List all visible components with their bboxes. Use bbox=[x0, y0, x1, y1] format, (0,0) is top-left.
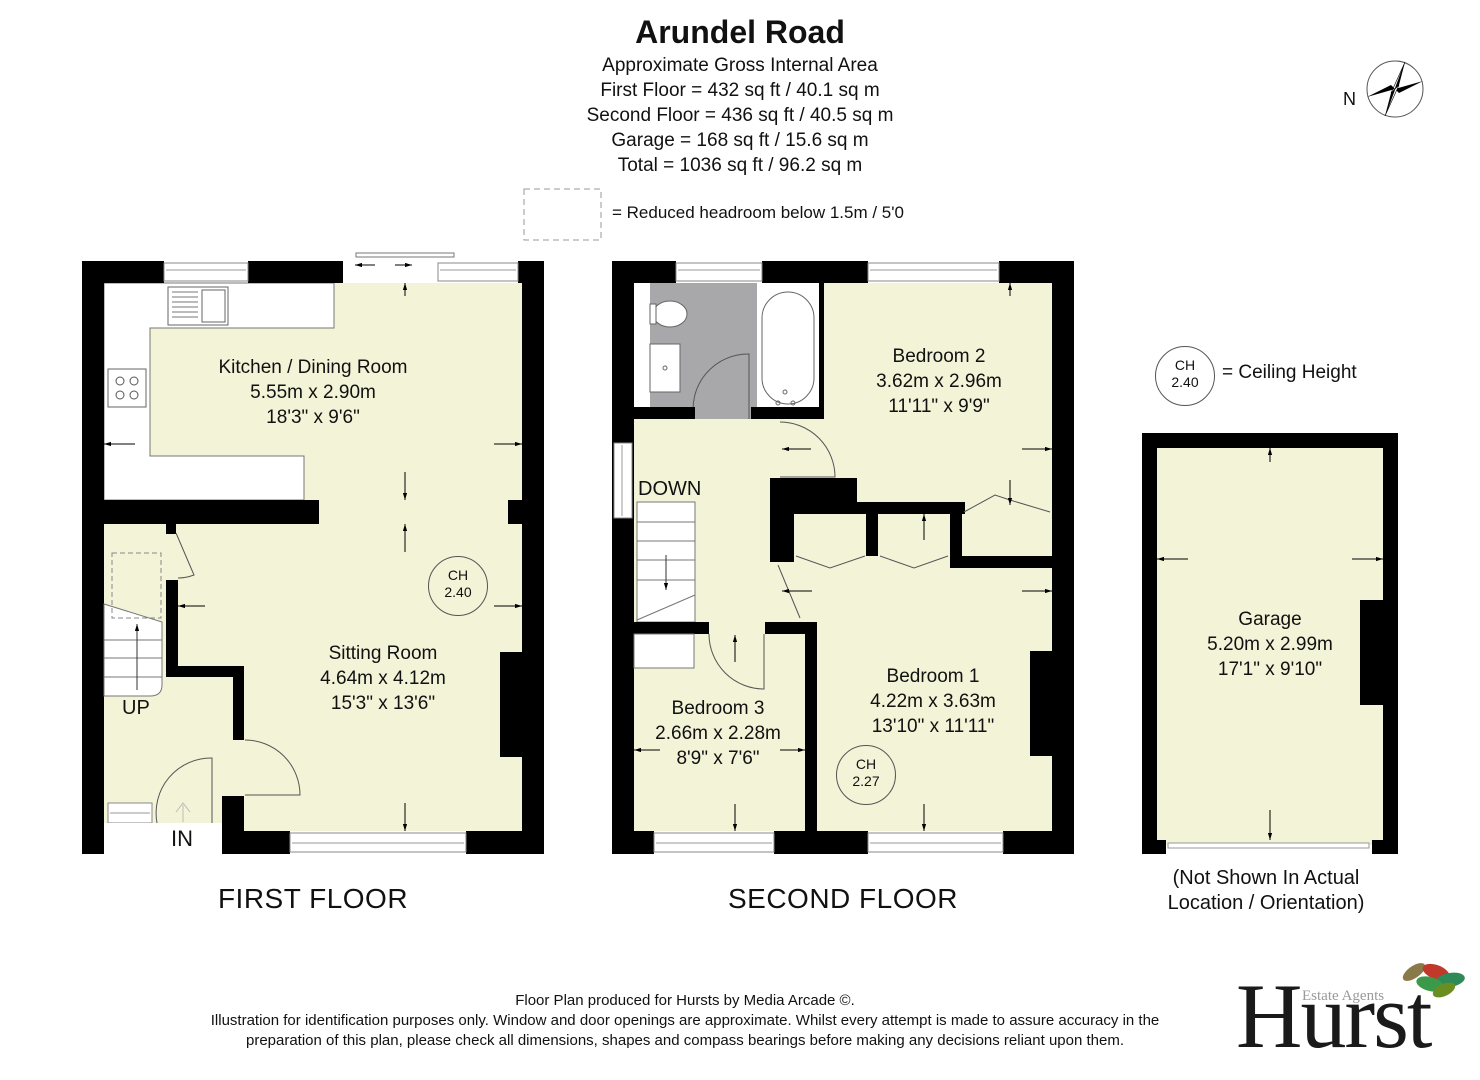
ceiling-height-badge: CH 2.27 bbox=[836, 745, 896, 805]
room-kitchen-dining: Kitchen / Dining Room 5.55m x 2.90m 18'3… bbox=[218, 355, 407, 430]
room-name: Kitchen / Dining Room bbox=[218, 357, 408, 378]
ch-label: CH bbox=[1174, 357, 1196, 373]
second-floor-plan bbox=[612, 261, 1074, 854]
second-floor-label: SECOND FLOOR bbox=[727, 883, 959, 914]
logo-wordmark: Hurst bbox=[1236, 965, 1432, 1067]
compass-north-label: N bbox=[1343, 89, 1356, 109]
ceiling-height-badge: CH 2.40 bbox=[428, 556, 488, 616]
room-metric: 5.55m x 2.90m bbox=[250, 382, 376, 403]
note-line: (Not Shown In Actual bbox=[1172, 867, 1360, 889]
entrance-label: IN bbox=[171, 826, 193, 851]
room-bedroom-3: Bedroom 3 2.66m x 2.28m 8'9" x 7'6" bbox=[655, 696, 781, 771]
room-imperial: 17'1" x 9'10" bbox=[1217, 659, 1323, 680]
room-metric: 3.62m x 2.96m bbox=[876, 371, 1002, 392]
reduced-headroom-swatch bbox=[523, 188, 602, 241]
room-name: Bedroom 3 bbox=[671, 698, 765, 719]
room-name: Bedroom 1 bbox=[886, 666, 980, 687]
first-floor-plan bbox=[82, 252, 544, 854]
logo-leaves-icon bbox=[1402, 963, 1465, 998]
area-second-floor: Second Floor = 436 sq ft / 40.5 sq m bbox=[586, 105, 894, 126]
area-total: Total = 1036 sq ft / 96.2 sq m bbox=[617, 155, 863, 176]
room-imperial: 15'3" x 13'6" bbox=[330, 693, 436, 714]
note-line: Location / Orientation) bbox=[1167, 892, 1365, 914]
room-imperial: 13'10" x 11'11" bbox=[871, 716, 995, 737]
footer-credit: Floor Plan produced for Hursts by Media … bbox=[515, 992, 855, 1009]
room-garage: Garage 5.20m x 2.99m 17'1" x 9'10" bbox=[1207, 607, 1333, 682]
hurst-logo: Hurst Estate Agents bbox=[1236, 960, 1466, 1067]
ch-value: 2.40 bbox=[1171, 374, 1199, 390]
room-name: Sitting Room bbox=[328, 643, 438, 664]
footer-disclaimer-2: preparation of this plan, please check a… bbox=[245, 1032, 1124, 1049]
room-bedroom-1: Bedroom 1 4.22m x 3.63m 13'10" x 11'11" bbox=[870, 664, 996, 739]
garage-location-note: (Not Shown In Actual Location / Orientat… bbox=[1168, 866, 1365, 916]
room-metric: 2.66m x 2.28m bbox=[655, 723, 781, 744]
ch-value: 2.40 bbox=[444, 584, 472, 600]
area-garage: Garage = 168 sq ft / 15.6 sq m bbox=[611, 130, 869, 151]
room-name: Bedroom 2 bbox=[892, 346, 986, 367]
ch-value: 2.27 bbox=[852, 773, 880, 789]
room-bedroom-2: Bedroom 2 3.62m x 2.96m 11'11" x 9'9" bbox=[876, 344, 1002, 419]
garage-plan bbox=[1142, 433, 1398, 854]
ceiling-height-legend-label: = Ceiling Height bbox=[1222, 362, 1357, 383]
room-metric: 5.20m x 2.99m bbox=[1207, 634, 1333, 655]
legend-reduced-headroom: = Reduced headroom below 1.5m / 5'0 bbox=[612, 203, 904, 222]
room-metric: 4.64m x 4.12m bbox=[320, 668, 446, 689]
room-imperial: 18'3" x 9'6" bbox=[266, 407, 360, 428]
compass-rose-icon bbox=[1366, 60, 1424, 118]
stairs-down-label: DOWN bbox=[638, 478, 702, 500]
footer-disclaimer-1: Illustration for identification purposes… bbox=[210, 1012, 1160, 1029]
area-first-floor: First Floor = 432 sq ft / 40.1 sq m bbox=[600, 80, 880, 101]
room-imperial: 8'9" x 7'6" bbox=[676, 748, 760, 769]
room-metric: 4.22m x 3.63m bbox=[870, 691, 996, 712]
room-imperial: 11'11" x 9'9" bbox=[888, 396, 990, 417]
ch-label: CH bbox=[447, 567, 469, 583]
stairs-up-label: UP bbox=[122, 697, 150, 719]
room-sitting-room: Sitting Room 4.64m x 4.12m 15'3" x 13'6" bbox=[320, 641, 446, 716]
ch-label: CH bbox=[855, 756, 877, 772]
area-subtitle: Approximate Gross Internal Area bbox=[602, 55, 878, 76]
ceiling-height-legend-symbol: CH 2.40 bbox=[1155, 346, 1215, 406]
page-title: Arundel Road bbox=[635, 14, 845, 50]
first-floor-label: FIRST FLOOR bbox=[217, 883, 409, 914]
logo-subtitle: Estate Agents bbox=[1302, 988, 1385, 1004]
room-name: Garage bbox=[1238, 609, 1302, 630]
